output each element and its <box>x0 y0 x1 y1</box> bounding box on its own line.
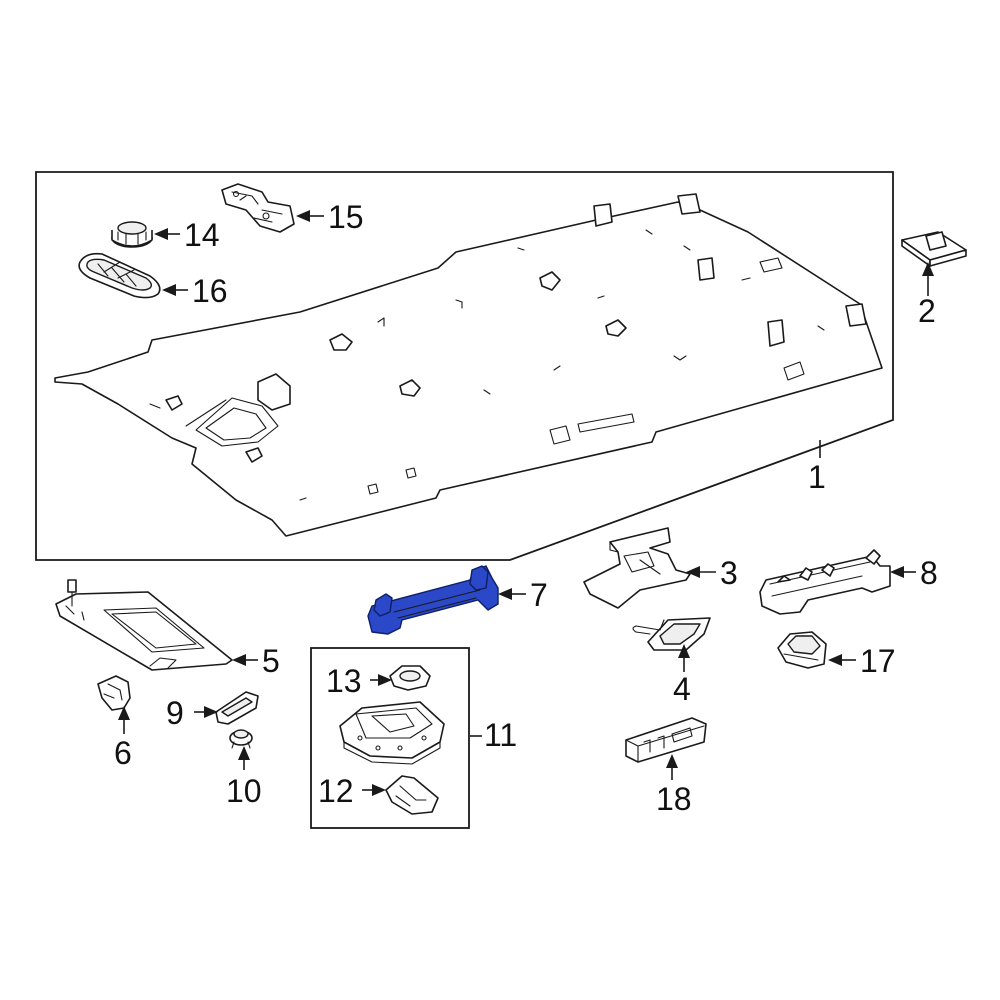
callout-16: 16 <box>192 273 228 309</box>
callout-9: 9 <box>166 695 184 731</box>
callout-4: 4 <box>673 671 691 707</box>
callout-15: 15 <box>328 199 364 235</box>
callout-1: 1 <box>808 459 826 495</box>
callout-2: 2 <box>918 293 936 329</box>
part-9-lamp[interactable] <box>215 691 259 725</box>
part-3-bracket[interactable] <box>583 527 691 609</box>
part-16-oval-cover[interactable] <box>78 252 161 299</box>
callout-14: 14 <box>184 217 220 253</box>
arrow-15 <box>296 210 310 222</box>
callout-17: 17 <box>860 643 896 679</box>
arrow-10 <box>238 746 250 760</box>
assist-grip-left-mount <box>373 593 393 617</box>
part-17-lamp-housing[interactable] <box>777 631 827 669</box>
assist-grip-right-mount <box>469 565 489 591</box>
arrow-8 <box>890 566 904 578</box>
part-4-lamp[interactable] <box>632 617 711 651</box>
callout-6: 6 <box>114 735 132 771</box>
callout-11: 11 <box>484 717 517 753</box>
part-14-cap[interactable] <box>111 221 153 248</box>
part-10-grommet[interactable] <box>229 729 253 749</box>
callout-10: 10 <box>226 773 262 809</box>
arrow-7 <box>498 588 512 600</box>
arrow-9 <box>204 706 218 718</box>
arrow-5 <box>232 654 246 666</box>
arrow-6 <box>118 706 130 720</box>
callout-5: 5 <box>262 643 280 679</box>
part-2-clip[interactable] <box>901 231 967 267</box>
arrow-2 <box>922 262 934 276</box>
part-7-assist-grip[interactable] <box>367 565 499 635</box>
callout-3: 3 <box>720 555 738 591</box>
arrow-18 <box>666 754 678 768</box>
headliner-panel[interactable] <box>54 193 883 537</box>
callout-12: 12 <box>318 773 354 809</box>
part-12-clip[interactable] <box>385 775 439 815</box>
arrow-17 <box>828 654 842 666</box>
arrow-3 <box>686 566 700 578</box>
arrow-13 <box>378 674 392 686</box>
part-6-clip[interactable] <box>97 675 131 711</box>
callout-18: 18 <box>656 781 692 817</box>
arrow-16 <box>162 284 176 296</box>
callout-8: 8 <box>920 555 938 591</box>
headliner-group-frame <box>35 171 894 561</box>
part-15-bracket[interactable] <box>221 183 295 233</box>
part-5-sun-visor[interactable] <box>55 579 233 671</box>
callout-7: 7 <box>530 577 548 613</box>
console-group-frame <box>310 647 470 829</box>
part-8-bracket[interactable] <box>759 549 891 615</box>
callout-13: 13 <box>326 663 362 699</box>
arrow-12 <box>372 784 386 796</box>
part-18-switch[interactable] <box>625 717 707 763</box>
arrow-14 <box>154 228 168 240</box>
part-13-cap[interactable] <box>389 665 431 691</box>
part-11-console[interactable] <box>339 701 445 765</box>
arrow-4 <box>678 644 690 658</box>
